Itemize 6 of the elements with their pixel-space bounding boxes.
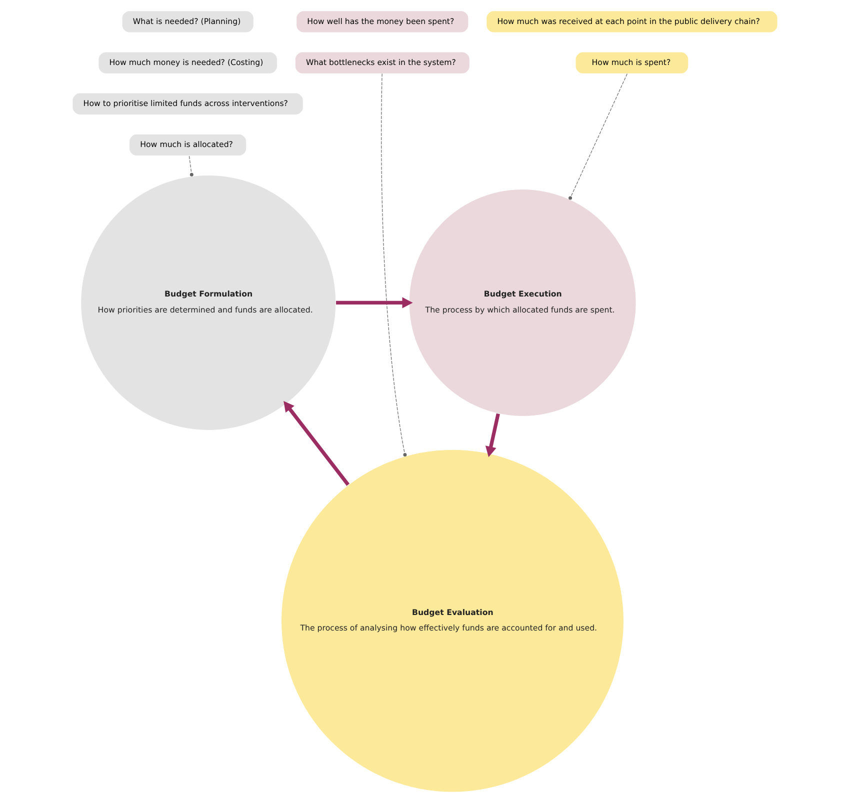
arrow xyxy=(336,297,413,308)
arrow xyxy=(284,400,350,486)
connector xyxy=(381,73,407,457)
connector xyxy=(568,74,628,200)
connector xyxy=(188,156,194,176)
arrow xyxy=(485,413,500,458)
